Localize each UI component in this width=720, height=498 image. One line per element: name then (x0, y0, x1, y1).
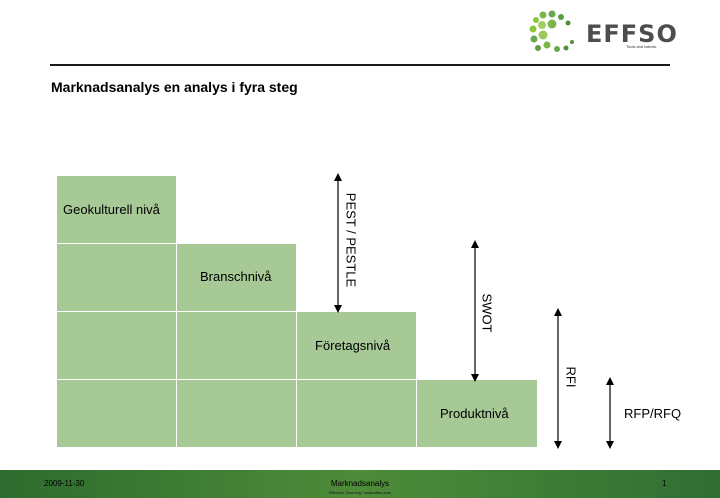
logo-tagline: Tools and talents. (626, 44, 658, 49)
level-label-foretag: Företagsnivå (315, 338, 391, 353)
cell-r2-c1 (56, 243, 177, 312)
effso-logo: EFFSO Tools and talents. (526, 8, 678, 58)
level-label-produkt: Produktnivå (440, 406, 509, 421)
footer-title: Marknadsanalys (330, 479, 390, 488)
tool-label-rfi: RFI (563, 366, 579, 388)
footer-bar (0, 470, 720, 498)
tool-label-swot: SWOT (479, 293, 495, 333)
tool-label-pest: PEST / PESTLE (343, 192, 359, 288)
cell-r3-c2 (176, 311, 297, 380)
tool-label-rfp: RFP/RFQ (624, 406, 682, 421)
level-label-geokulturell: Geokulturell nivå (63, 202, 160, 217)
logo-text: EFFSO (586, 20, 678, 48)
level-label-bransch: Branschnivå (200, 269, 272, 284)
cell-r1-c1 (56, 175, 177, 244)
cell-r3-c3 (296, 311, 417, 380)
cell-r2-c2 (176, 243, 297, 312)
cell-r4-c2 (176, 379, 297, 448)
cell-r3-c1 (56, 311, 177, 380)
header-rule (50, 64, 670, 66)
cell-r4-c3 (296, 379, 417, 448)
slide-title: Marknadsanalys en analys i fyra steg (51, 79, 298, 95)
footer-date: 2009-11-30 (44, 479, 85, 488)
logo-dots-icon (529, 10, 574, 52)
footer-subtitle: Effective Sourcing \ www.effso.com (328, 490, 392, 495)
cell-r4-c1 (56, 379, 177, 448)
footer-page-number: 1 (662, 479, 667, 488)
